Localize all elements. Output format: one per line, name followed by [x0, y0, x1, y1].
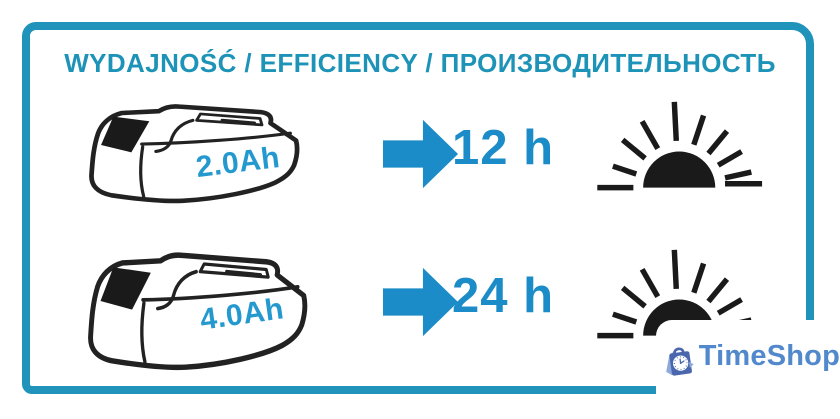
panel-title: WYDAJNOŚĆ / EFFICIENCY / ПРОИЗВОДИТЕЛЬНО… [64, 48, 776, 78]
watermark-brand: TimeShop [698, 340, 840, 372]
duration-label: 24 h [452, 269, 555, 323]
arrow-right-icon [383, 119, 459, 189]
duration-label: 12 h [452, 121, 555, 175]
panel-frame [22, 22, 814, 394]
watermark: TimeShop [656, 320, 840, 419]
sunrise-icon [594, 95, 780, 212]
arrow-right-icon [383, 267, 459, 337]
shopping-bag-clock-icon [666, 347, 694, 376]
